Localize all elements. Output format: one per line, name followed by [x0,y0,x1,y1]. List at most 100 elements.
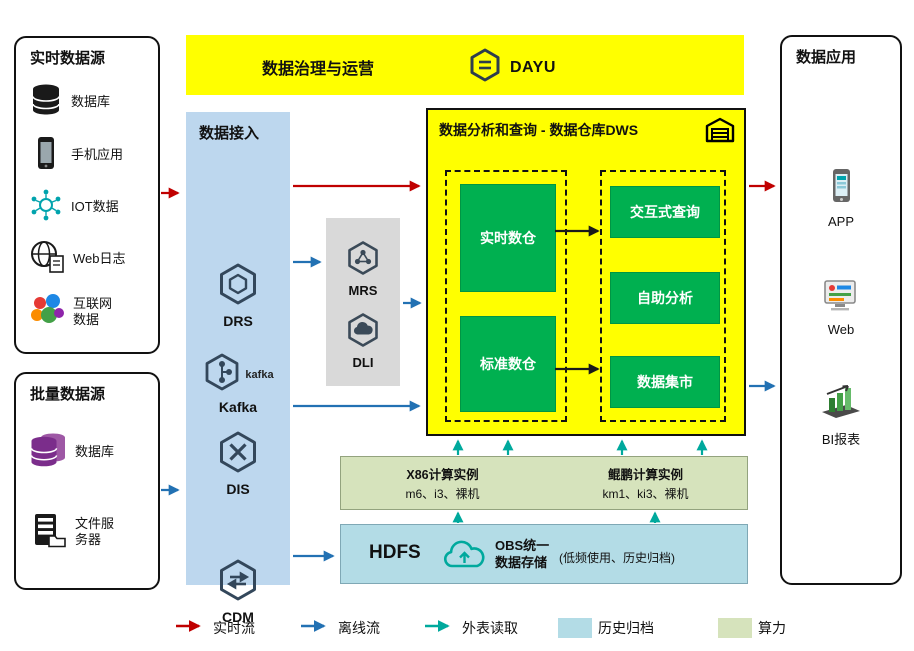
kafka-row: kafka [202,352,274,397]
service-dli: DLI [326,312,400,370]
list-item: 手机应用 [29,133,123,177]
list-item: Web日志 [29,237,126,281]
processing-box: MRS DLI [326,218,400,386]
web-log-icon [29,239,65,280]
item-label: 文件服务器 [75,515,115,547]
phone-icon [29,135,63,176]
realtime-sources-panel: 实时数据源 数据库 手机应用 [14,36,160,354]
realtime-flow-arrow-icon [175,619,207,637]
item-label: 数据库 [75,443,115,459]
item-label: IOT数据 [71,198,119,214]
x86-compute-title: X86计算实例 [406,468,479,482]
list-item: 互联网数据 [29,290,123,334]
realtime-warehouse-box: 实时数仓 [460,184,556,292]
compute-swatch [718,618,752,638]
list-item: 文件服务器 [29,510,125,554]
data-applications-panel: 数据应用 APP [780,35,902,585]
drs-icon [216,262,260,311]
compute-instances-bar: X86计算实例 m6、i3、裸机 鲲鹏计算实例 km1、ki3、裸机 [340,456,748,510]
database-icon [29,82,63,123]
item-label: Web [827,322,855,337]
hdfs-obs-storage-bar: HDFS OBS统一数据存储 (低频使用、历史归档) [340,524,748,584]
legend-label: 外表读取 [462,620,518,636]
dayu-logo-icon [468,47,502,88]
dli-icon [345,312,381,353]
warehouse-icon [704,116,736,149]
batch-sources-title: 批量数据源 [30,386,106,403]
dayu-brand: DAYU [468,47,556,88]
legend: 实时流 离线流 外表读取 历史归档 算力 [0,616,914,648]
dis-icon [216,430,260,479]
bi-report-icon [820,382,862,425]
governance-bar: 数据治理与运营 DAYU [186,35,744,95]
service-cdm: CDM [186,558,290,625]
item-label: 数据库 [71,93,111,109]
cdm-icon [216,558,260,607]
dws-title: 数据分析和查询 - 数据仓库DWS [439,122,639,138]
legend-offline-flow: 离线流 [300,616,380,640]
legend-label: 算力 [758,620,786,636]
dws-warehouse-box: 数据分析和查询 - 数据仓库DWS 实时数仓 标准数仓 交互式查询 自助分析 数… [426,108,746,436]
kunpeng-compute-instances: km1、ki3、裸机 [602,487,689,501]
app-phone-icon [823,167,859,210]
legend-label: 实时流 [213,620,255,636]
offline-flow-arrow-icon [300,619,332,637]
database-icon [29,431,67,474]
legend-archive: 历史归档 [558,616,654,640]
service-drs: DRS [186,262,290,329]
service-dis: DIS [186,430,290,497]
item-label: 互联网数据 [73,295,113,327]
dayu-brand-label: DAYU [510,58,556,76]
kunpeng-compute-group: 鲲鹏计算实例 km1、ki3、裸机 [544,457,747,509]
list-item: BI报表 [782,382,900,448]
file-server-icon [29,512,67,553]
legend-realtime-flow: 实时流 [175,616,255,640]
service-label: DIS [226,481,250,497]
mrs-icon [345,240,381,281]
legend-label: 历史归档 [598,620,654,636]
legend-compute: 算力 [718,616,786,640]
realtime-sources-title: 实时数据源 [30,50,106,67]
kafka-logo-label: kafka [245,368,274,381]
service-label: DRS [223,313,253,329]
iot-icon [29,187,63,228]
service-label: CDM [222,609,254,625]
service-label: Kafka [218,399,258,415]
standard-warehouse-box: 标准数仓 [460,316,556,412]
list-item: Web [782,277,900,337]
archive-swatch [558,618,592,638]
kunpeng-compute-title: 鲲鹏计算实例 [607,468,683,482]
item-label: BI报表 [821,432,861,447]
item-label: APP [827,214,854,229]
data-ingestion-column: 数据接入 DRS kafka Kaf [186,112,290,625]
governance-title: 数据治理与运营 [262,61,375,78]
list-item: 数据库 [29,80,110,124]
service-label: DLI [352,355,374,370]
warehouse-group: 实时数仓 标准数仓 [445,170,567,422]
batch-sources-panel: 批量数据源 数据库 [14,372,160,590]
kafka-icon [202,352,242,397]
item-label: Web日志 [73,250,126,266]
external-read-arrow-icon [424,619,456,637]
x86-compute-instances: m6、i3、裸机 [405,487,480,501]
hdfs-label: HDFS [369,542,421,563]
list-item: APP [782,167,900,229]
internet-data-icon [29,293,65,332]
obs-storage-title: OBS统一数据存储 [495,538,550,570]
service-label: MRS [348,283,378,298]
service-kafka: kafka Kafka [186,352,290,415]
list-item: 数据库 [29,430,114,474]
list-item: IOT数据 [29,185,119,229]
analysis-group: 交互式查询 自助分析 数据集市 [600,170,726,422]
interactive-query-box: 交互式查询 [610,186,720,238]
data-mart-box: 数据集市 [610,356,720,408]
self-service-analysis-box: 自助分析 [610,272,720,324]
data-applications-title: 数据应用 [796,49,857,66]
legend-external-read: 外表读取 [424,616,518,640]
service-mrs: MRS [326,240,400,298]
data-ingestion-title: 数据接入 [199,125,260,142]
obs-cloud-icon [441,539,489,576]
legend-label: 离线流 [338,620,380,636]
item-label: 手机应用 [71,146,124,162]
